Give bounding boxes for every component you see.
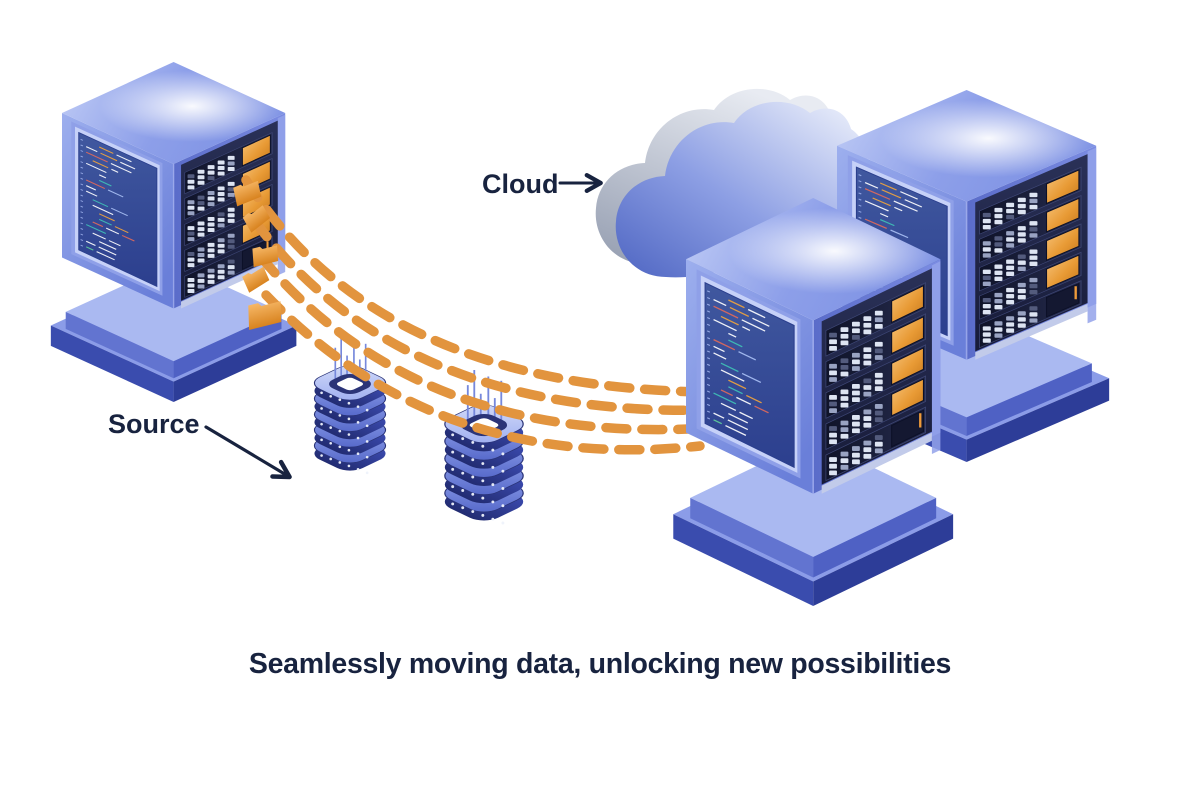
- data-flow-dash: [249, 215, 717, 416]
- cloud-label: Cloud: [482, 169, 558, 199]
- source-label: Source: [108, 409, 200, 439]
- data-flow-dashes: [241, 175, 717, 455]
- destination-server-tower: [673, 198, 953, 606]
- data-flow-dash: [256, 252, 713, 435]
- caption-text: Seamlessly moving data, unlocking new po…: [249, 648, 951, 680]
- data-flow-dash: [261, 290, 705, 455]
- data-flow-dash: [241, 175, 717, 397]
- source-arrow: [204, 425, 292, 480]
